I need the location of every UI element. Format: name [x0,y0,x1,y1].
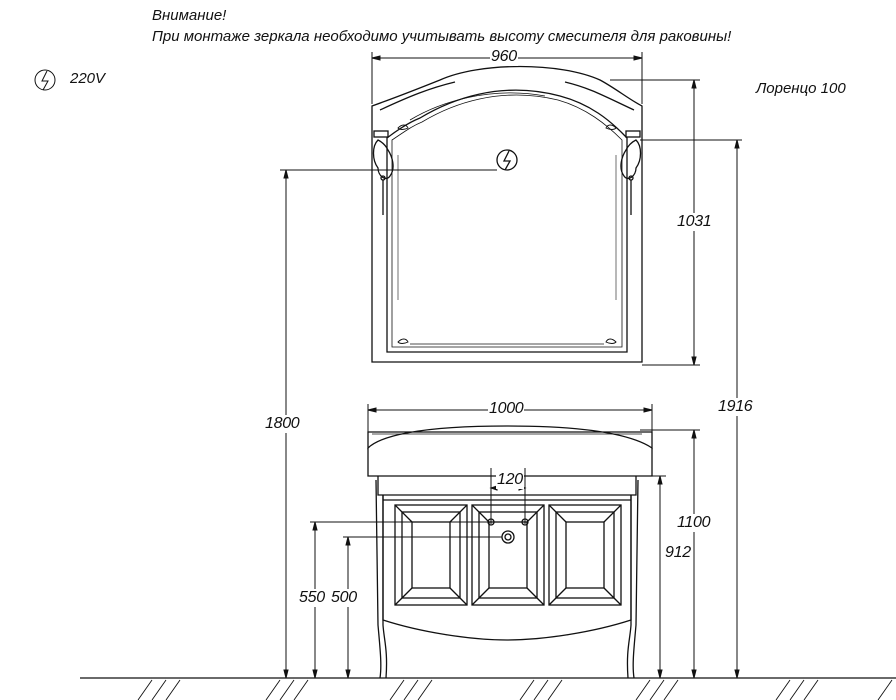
vanity-cabinet [367,425,653,679]
dim-outlet-height-1: 550 [298,589,326,607]
dim-countertop-height: 912 [664,544,692,562]
warning-title: Внимание! [152,7,227,24]
warning-text: При монтаже зеркала необходимо учитывать… [152,28,732,45]
dim-tap-spacing: 120 [496,471,524,489]
lightning-icon [34,69,56,91]
floor-hatching [137,679,893,700]
dim-outlet-height-2: 500 [330,589,358,607]
dim-mirror-width: 960 [490,48,518,66]
dim-total-height: 1916 [717,398,754,416]
model-name: Лоренцо 100 [756,80,846,97]
mirror [371,65,643,363]
dim-cabinet-width: 1000 [488,400,525,418]
dim-mirror-height: 1031 [676,213,713,231]
dim-socket-height: 1800 [264,415,301,433]
dim-cabinet-height: 1100 [676,514,712,532]
power-label: 220V [70,70,106,87]
